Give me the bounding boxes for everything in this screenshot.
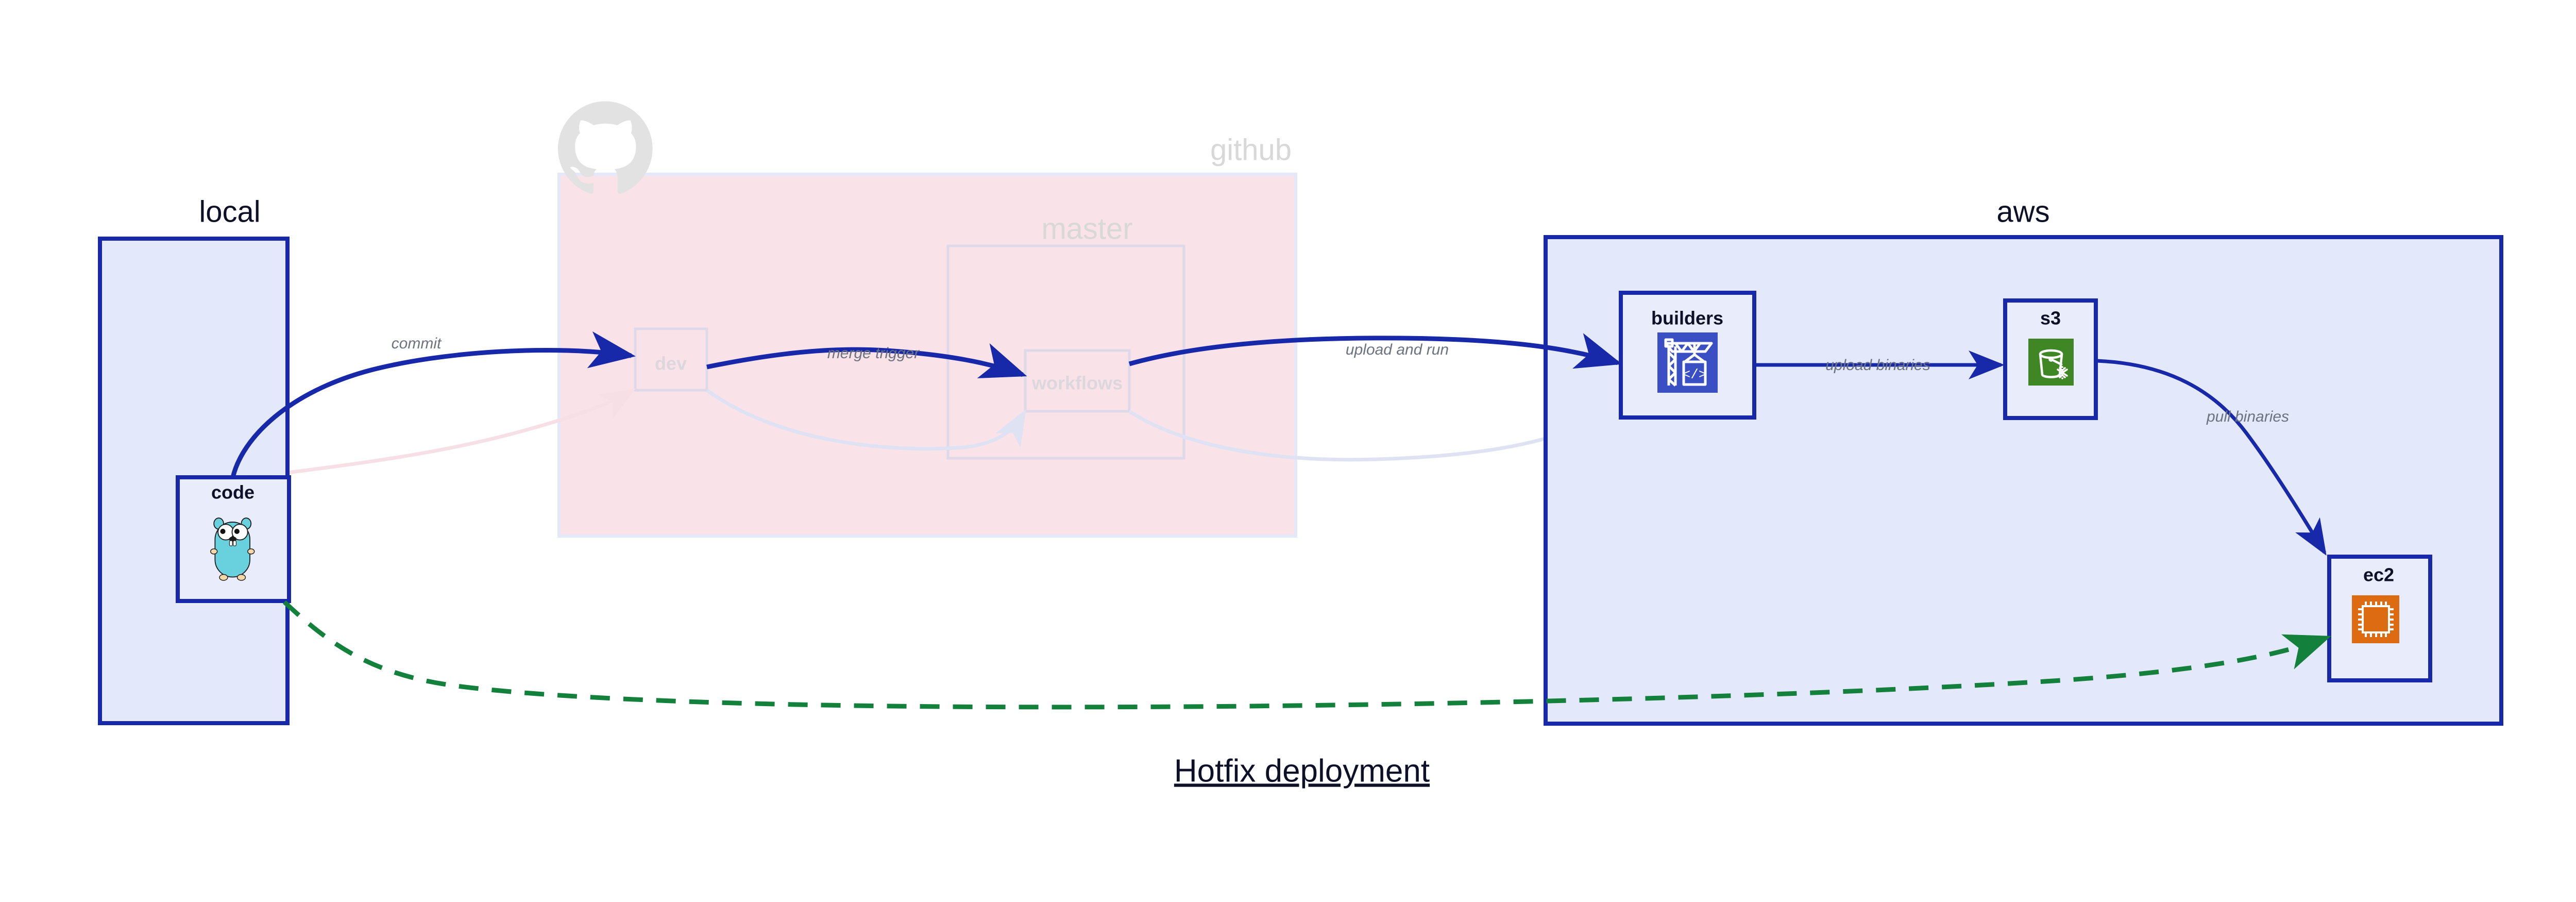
- local-cluster-label: local: [199, 195, 260, 228]
- github-cluster-label: github: [1210, 133, 1292, 166]
- aws-ec2-chip-icon: [2352, 595, 2399, 643]
- workflows-node-box: [1024, 349, 1131, 413]
- edge-label-commit: commit: [392, 335, 442, 352]
- edge-label-pull-binaries: pull binaries: [2206, 408, 2289, 425]
- go-gopher-icon: [210, 517, 255, 581]
- workflows-node-label: workflows: [1031, 373, 1123, 394]
- cluster-github[interactable]: github master dev workflows: [557, 101, 1297, 538]
- edge-s3-to-ec2: [2096, 359, 2327, 556]
- ec2-node-label: ec2: [2363, 564, 2394, 586]
- svg-text:</>: </>: [1683, 367, 1707, 382]
- builders-node-label: builders: [1651, 308, 1723, 329]
- node-workflows[interactable]: workflows: [1024, 349, 1131, 413]
- cluster-aws[interactable]: aws builders: [1544, 195, 2503, 726]
- node-code[interactable]: code: [176, 475, 291, 603]
- edge-layer: commit merge trigger upload and run uplo…: [230, 331, 2331, 710]
- diagram-title: Hotfix deployment: [1174, 753, 1430, 789]
- node-ec2[interactable]: ec2: [2327, 555, 2432, 682]
- aws-s3-bucket-icon: [2028, 339, 2074, 386]
- node-s3[interactable]: s3: [2003, 298, 2098, 420]
- edge-label-upload-binaries: upload binaries: [1825, 357, 1930, 374]
- master-subcluster-label: master: [1041, 212, 1132, 245]
- edge-code-to-ec2-dashed: [282, 600, 2331, 710]
- github-octocat-icon: [558, 101, 653, 194]
- edge-label-merge-trigger: merge trigger: [827, 345, 920, 362]
- aws-codebuild-crane-icon: </>: [1657, 332, 1718, 393]
- node-dev[interactable]: dev: [634, 327, 708, 392]
- edge-label-upload-and-run: upload and run: [1346, 341, 1449, 358]
- s3-node-label: s3: [2040, 308, 2061, 329]
- ghost-edge-dev-to-workflows: [705, 389, 1026, 450]
- ghost-edge-code-to-dev: [232, 388, 636, 481]
- edge-dev-to-workflows: [706, 343, 1027, 378]
- code-node-label: code: [211, 482, 255, 503]
- cluster-local[interactable]: local code: [98, 195, 291, 725]
- edge-code-to-dev: [230, 331, 636, 478]
- node-builders[interactable]: builders </>: [1619, 291, 1756, 420]
- aws-cluster-label: aws: [1996, 195, 2049, 228]
- dev-node-label: dev: [655, 353, 687, 374]
- edge-workflows-to-builders: [1128, 333, 1622, 369]
